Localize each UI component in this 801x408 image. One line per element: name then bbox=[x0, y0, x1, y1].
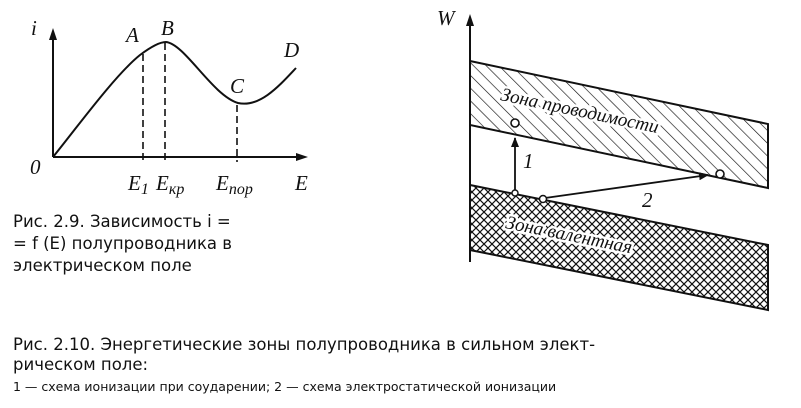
valence-band bbox=[469, 183, 769, 312]
transition-2-arrow bbox=[544, 172, 709, 199]
caption-2-legend: 1 — схема ионизации при соударении; 2 — … bbox=[13, 379, 557, 394]
tick-epor: Eпор bbox=[215, 171, 253, 198]
fig1-y-axis-label: i bbox=[31, 16, 37, 40]
point-label-d: D bbox=[283, 38, 299, 62]
transition-2-label: 2 bbox=[642, 188, 653, 212]
caption-1-line-3: электрическом поле bbox=[13, 256, 192, 275]
figure-2-10: W Зона проводимости Зона валентная 1 2 bbox=[437, 6, 769, 312]
electron-bottom-1 bbox=[511, 189, 519, 197]
caption-1-line-2: = f (E) полупроводника в bbox=[13, 234, 233, 253]
point-label-c: C bbox=[230, 74, 245, 98]
current-field-curve bbox=[52, 40, 297, 158]
electron-top-1 bbox=[510, 118, 520, 128]
figure-2-9: i 0 E A B C D E1 Eкр Eпор bbox=[30, 16, 308, 198]
figure-2-10-caption: Рис. 2.10. Энергетические зоны полупрово… bbox=[13, 335, 798, 395]
fig2-w-axis-label: W bbox=[437, 6, 457, 30]
point-label-a: A bbox=[124, 23, 139, 47]
figure-2-9-caption: Рис. 2.9. Зависимость i = = f (E) полупр… bbox=[13, 211, 353, 277]
fig1-y-axis-arrow bbox=[49, 28, 57, 40]
electron-end-2 bbox=[715, 169, 725, 179]
tick-ekr: Eкр bbox=[155, 171, 184, 198]
fig2-w-axis-arrow bbox=[466, 14, 474, 26]
tick-e1: E1 bbox=[127, 171, 149, 198]
caption-2-line-1: Рис. 2.10. Энергетические зоны полупрово… bbox=[13, 335, 596, 354]
conduction-band bbox=[469, 59, 769, 190]
caption-1-line-1: Рис. 2.9. Зависимость i = bbox=[13, 212, 231, 231]
caption-2-line-2: рическом поле: bbox=[13, 355, 149, 374]
fig1-x-axis-arrow bbox=[296, 153, 308, 161]
point-label-b: B bbox=[161, 16, 174, 40]
electron-start-2 bbox=[538, 194, 548, 204]
transition-1-label: 1 bbox=[523, 149, 534, 173]
fig1-x-axis-label: E bbox=[294, 171, 308, 195]
fig1-origin-label: 0 bbox=[30, 155, 41, 179]
